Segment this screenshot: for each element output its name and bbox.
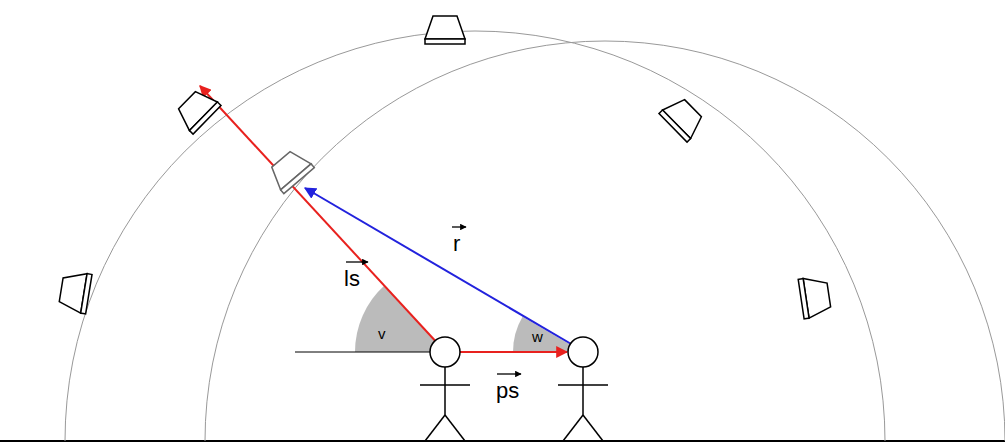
listener-figure — [558, 337, 608, 441]
vector-mark — [497, 373, 521, 374]
vector-mark — [346, 261, 368, 262]
vector-r — [305, 188, 578, 348]
speaker-icon — [798, 275, 832, 319]
speaker-arc — [205, 41, 1005, 441]
speaker-arc — [65, 31, 885, 441]
angle-label: w — [532, 329, 543, 344]
listener-figure — [420, 337, 470, 441]
ground-line — [0, 440, 1005, 442]
speaker-icon — [173, 86, 221, 134]
speaker-icon — [659, 94, 707, 142]
speaker-icon — [425, 16, 465, 44]
reference-line — [295, 352, 430, 353]
angle-label: v — [378, 326, 386, 341]
speaker-icon — [266, 146, 315, 193]
vector-label: r — [453, 233, 460, 255]
vector-ps — [460, 351, 567, 353]
angle-sector — [355, 285, 445, 352]
vector-label: ls — [344, 268, 360, 290]
vector-label: ps — [496, 380, 519, 402]
vector-ls — [200, 86, 440, 346]
vector-mark — [452, 226, 466, 227]
speaker-icon — [58, 270, 92, 314]
